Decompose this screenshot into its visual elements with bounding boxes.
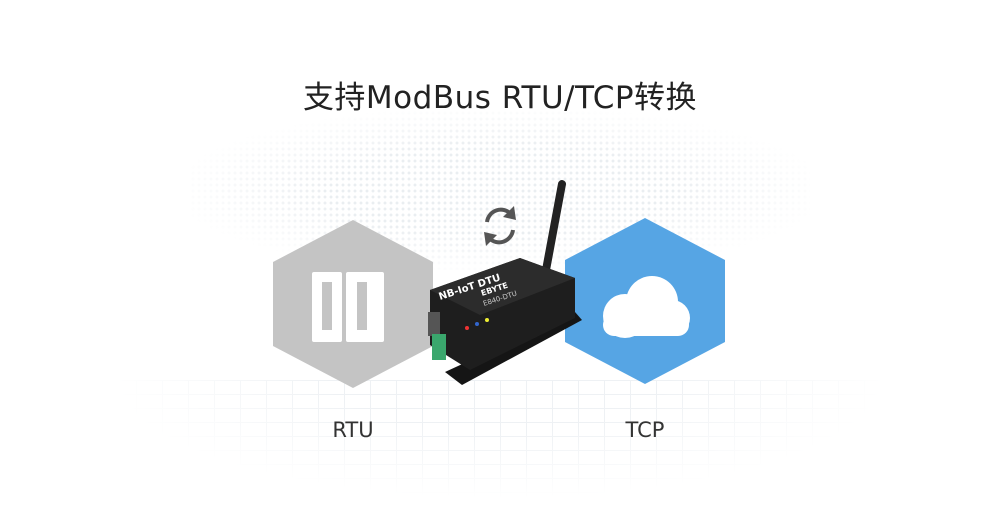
rtu-module-icon (312, 272, 384, 342)
dtu-device: NB-IoT DTU EBYTE E840-DTU (428, 180, 582, 385)
rtu-hexagon (273, 220, 433, 388)
page-title: 支持ModBus RTU/TCP转换 (302, 80, 698, 116)
rtu-label: RTU (332, 418, 374, 442)
grid-floor-background (110, 380, 890, 500)
tcp-hexagon (565, 218, 725, 384)
tcp-label: TCP (625, 418, 665, 442)
cloud-icon (603, 276, 690, 338)
refresh-icon (484, 206, 516, 246)
